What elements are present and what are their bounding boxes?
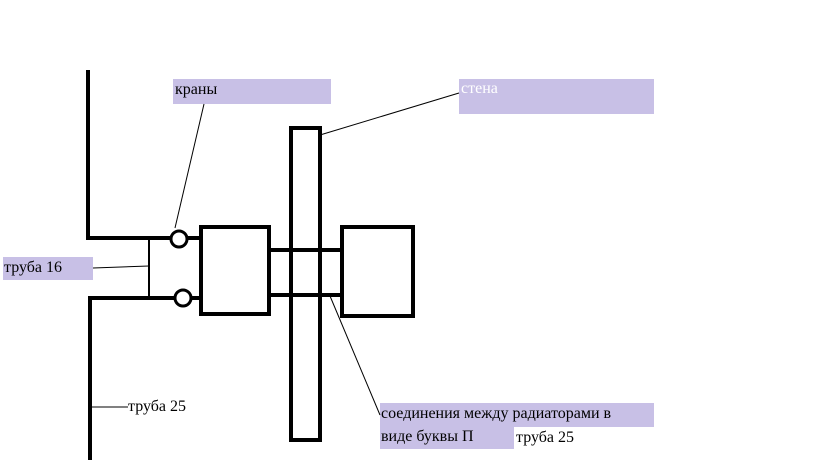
valves-leader-line (174, 103, 205, 229)
connection-label-highlight-2 (380, 427, 514, 449)
connection-label-highlight-1 (380, 403, 654, 427)
valves-label: краны (175, 81, 218, 98)
connection-leader-line (329, 295, 381, 416)
pipe-25-left-label: труба 25 (128, 398, 187, 415)
lower-valve-icon (173, 288, 193, 308)
pipe-16-label-highlight (3, 257, 93, 280)
pipe-16-leader-line (92, 265, 150, 269)
connection-label-line-2: виде буквы П (381, 428, 474, 445)
connection-label-line-1: соединения между радиаторами в (381, 405, 612, 422)
valves-label-highlight (173, 79, 331, 104)
pipe-25-right-label: труба 25 (516, 429, 575, 446)
wall-label-highlight (459, 79, 654, 114)
pipe-16-label: труба 16 (4, 259, 63, 276)
wall (289, 126, 322, 442)
wall-leader-line (319, 92, 460, 136)
wall-label: стена (461, 80, 498, 97)
left-radiator (199, 225, 271, 316)
right-radiator (340, 225, 415, 318)
upper-valve-icon (169, 229, 189, 249)
